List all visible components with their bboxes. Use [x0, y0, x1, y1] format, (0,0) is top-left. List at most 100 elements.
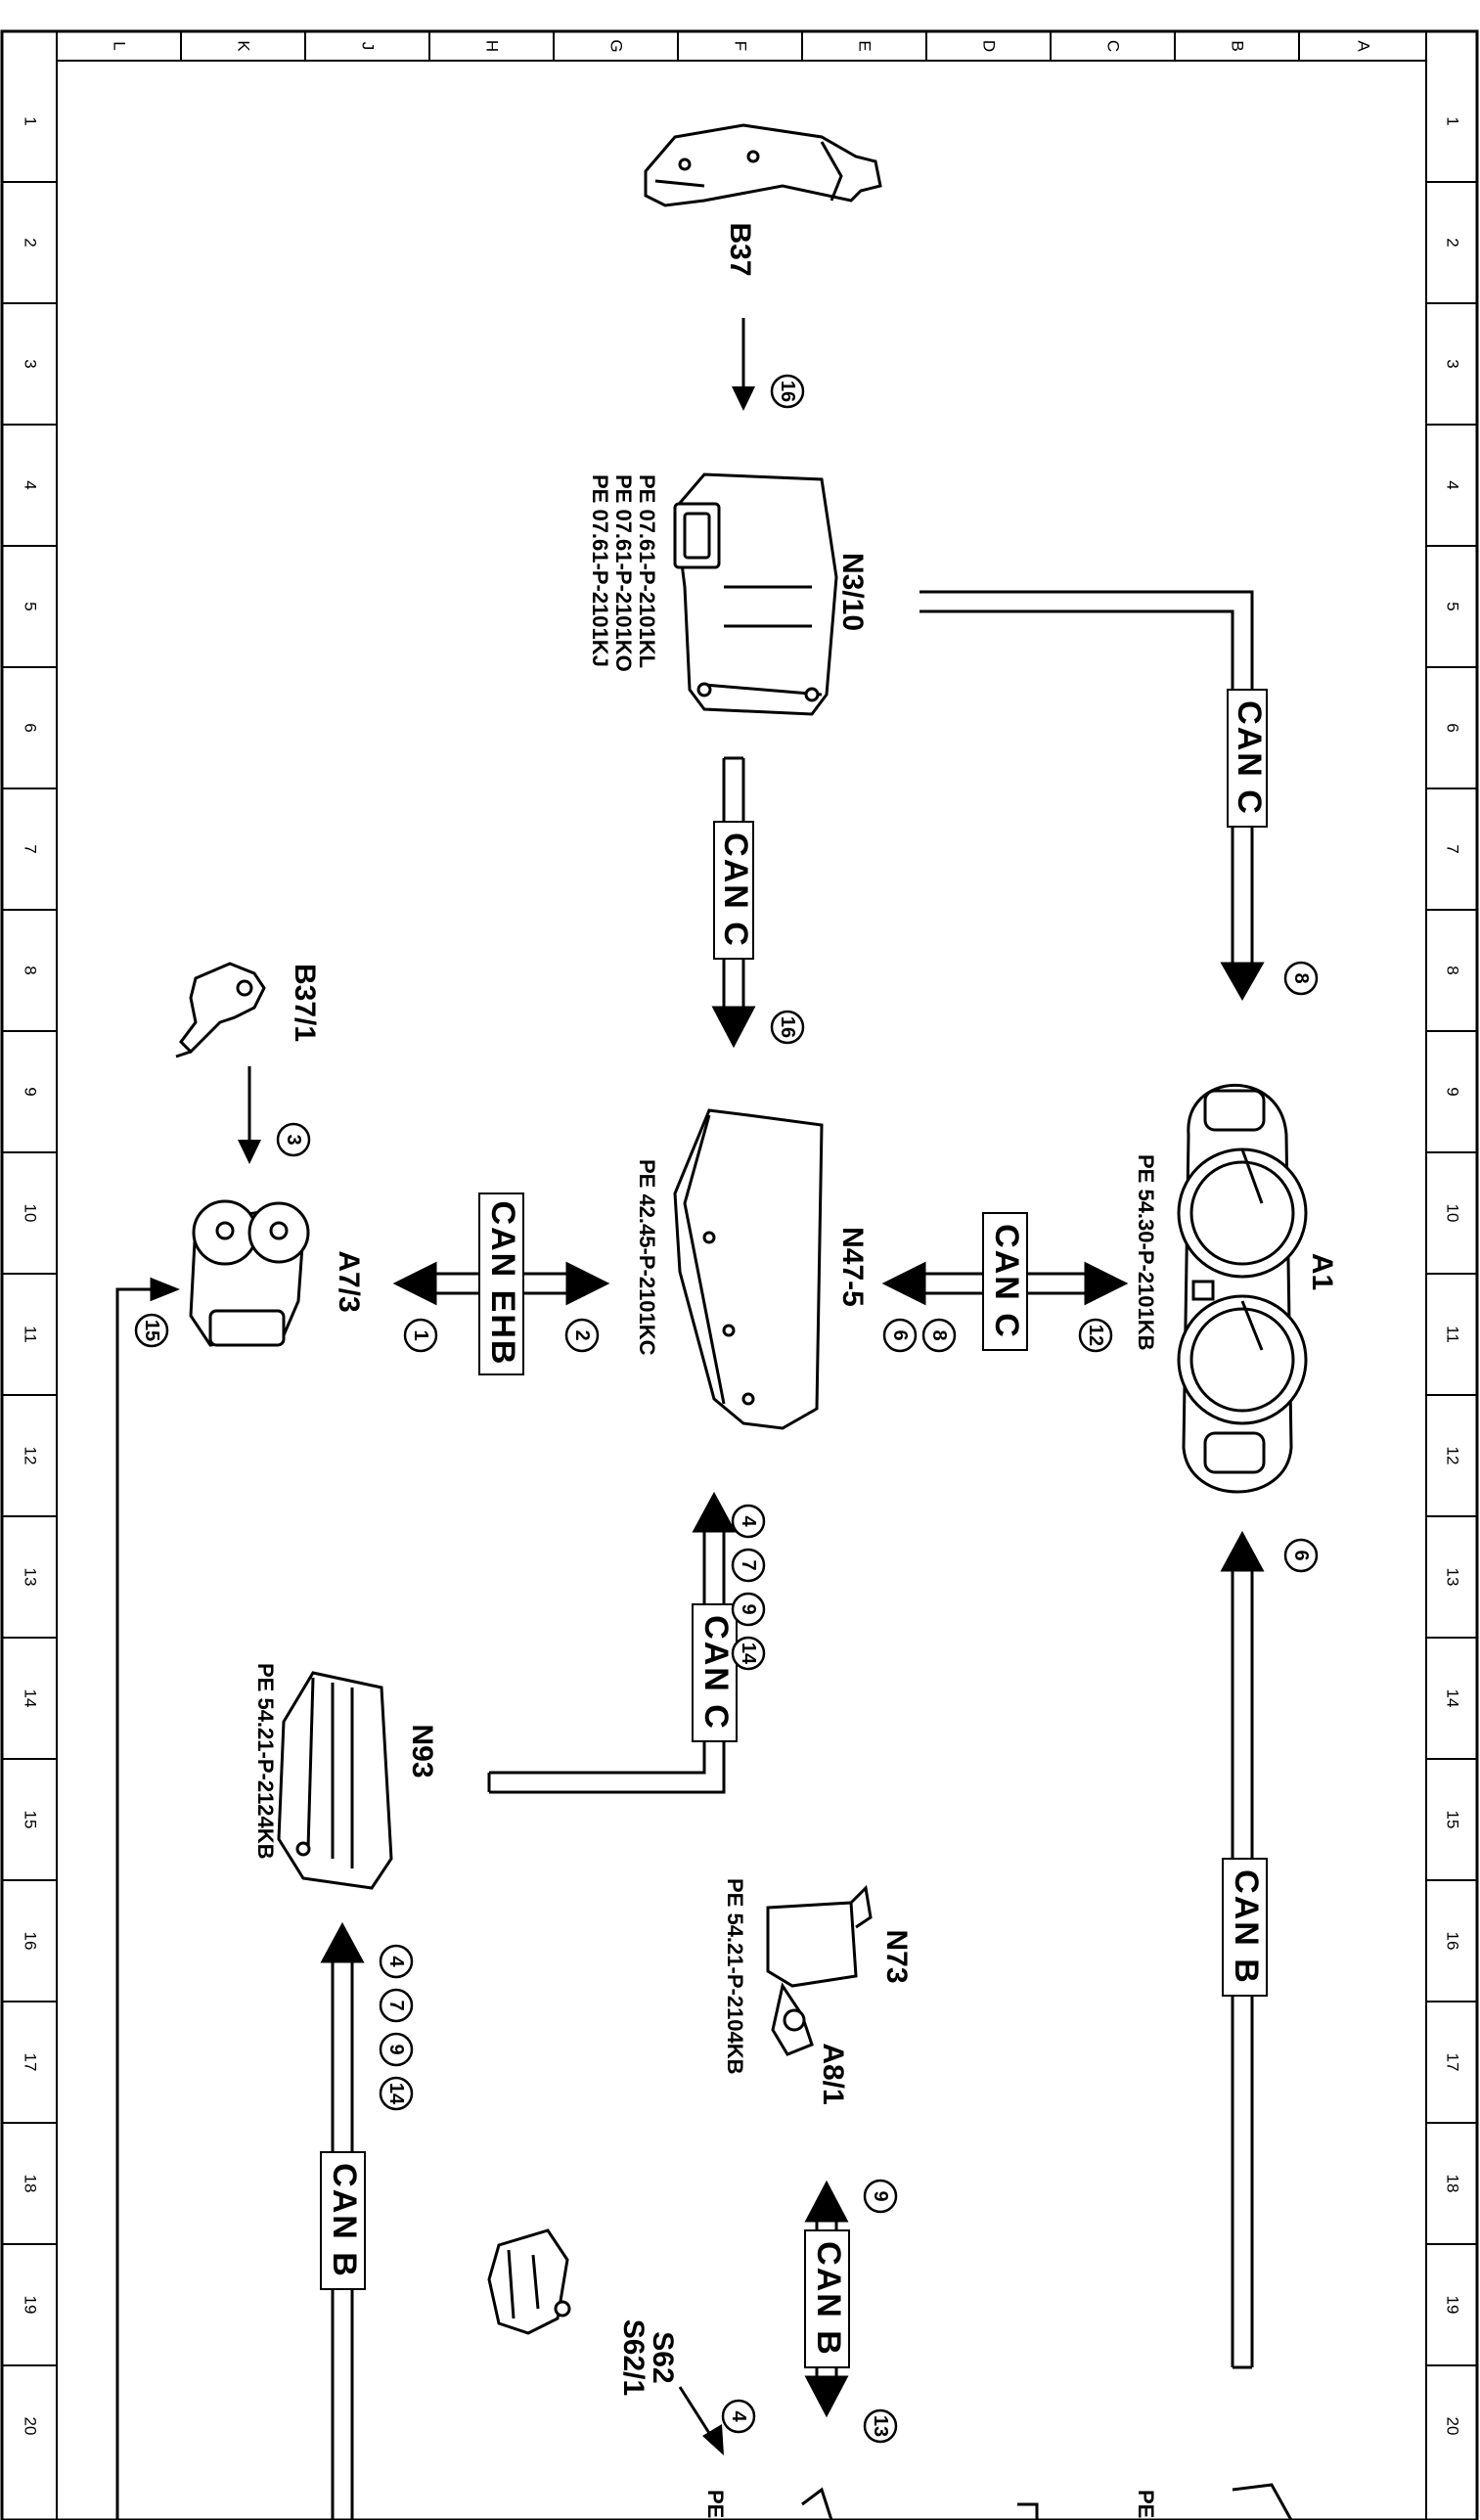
svg-text:7: 7 — [385, 2000, 407, 2010]
row-number: 4 — [22, 480, 40, 489]
svg-text:4: 4 — [728, 2410, 749, 2422]
row-number: 14 — [1444, 1689, 1462, 1708]
row-number: 7 — [1444, 844, 1462, 853]
column-letter: E — [856, 40, 875, 51]
reference-n3-10-3: PE 07.61-P-2101KJ — [588, 474, 612, 667]
a7-3-unit-drawing — [189, 1199, 310, 1347]
can-b-label-a8-1: CAN B — [804, 2229, 850, 2368]
svg-text:4: 4 — [738, 1515, 759, 1527]
svg-text:8: 8 — [1290, 972, 1312, 983]
svg-text:9: 9 — [738, 1603, 759, 1614]
bus-label-can-c: CAN C — [988, 1224, 1025, 1339]
component-label-n93: N93 — [406, 1724, 438, 1778]
column-letter: B — [1229, 40, 1247, 51]
reference-n93: PE 54.21-P-2124KB — [253, 1663, 278, 1860]
svg-text:8: 8 — [928, 1329, 950, 1340]
row-number: 8 — [22, 966, 40, 974]
column-letter: C — [1104, 40, 1123, 52]
reference-n3-10-1: PE 07.61-P-2101KL — [635, 474, 659, 668]
svg-text:12: 12 — [1085, 1325, 1106, 1346]
bus-label-can-c: CAN C — [717, 832, 754, 948]
row-number: 5 — [22, 602, 40, 610]
bus-label-can-ehb: CAN EHB — [484, 1201, 521, 1367]
column-letter: J — [359, 42, 378, 51]
svg-text:16: 16 — [777, 1016, 798, 1038]
component-label-a8-1: A8/1 — [817, 2043, 849, 2104]
a1-instrument-cluster-drawing — [1177, 1083, 1308, 1494]
row-number: 10 — [22, 1204, 40, 1223]
reference-n73: PE 54.21-P-2104KB — [723, 1878, 747, 2075]
partial-component-drawing — [801, 2483, 1293, 2520]
component-label-s62-1: S62/1 — [617, 2319, 650, 2396]
column-letter: H — [483, 40, 502, 52]
svg-text:1: 1 — [410, 1329, 431, 1340]
row-number: 20 — [1444, 2417, 1462, 2436]
can-c-label-n3-10-a1: CAN C — [1227, 689, 1268, 828]
reference-a1: PE 54.30-P-2101KB — [1134, 1154, 1158, 1351]
can-ehb-label: CAN EHB — [478, 1192, 524, 1375]
bus-label-can-b: CAN B — [326, 2163, 363, 2278]
row-number: 5 — [1444, 602, 1462, 610]
component-label-b37-1: B37/1 — [289, 964, 321, 1042]
bus-n3-10-to-a1 — [919, 590, 1265, 1002]
signal-number-circle: 4 — [379, 1944, 414, 1979]
row-number: 9 — [1444, 1087, 1462, 1096]
row-number: 6 — [22, 723, 40, 732]
svg-text:9: 9 — [385, 2044, 407, 2054]
svg-text:14: 14 — [738, 1642, 759, 1665]
row-number: 9 — [22, 1087, 40, 1096]
row-number: 12 — [1444, 1447, 1462, 1465]
signal-number-circle: 9 — [731, 1592, 766, 1627]
row-number: 19 — [22, 2296, 40, 2315]
row-number: 18 — [1444, 2175, 1462, 2193]
reference-n47-5: PE 42.45-P-2101KC — [635, 1159, 659, 1356]
signal-number-circle: 6 — [882, 1318, 918, 1353]
row-number: 3 — [1444, 359, 1462, 368]
row-ruler — [2, 181, 1477, 2366]
component-label-a7-3: A7/3 — [333, 1250, 365, 1312]
signal-number-circle: 14 — [379, 2076, 414, 2111]
can-b-label-n93: CAN B — [320, 2151, 366, 2290]
svg-text:7: 7 — [738, 1559, 759, 1570]
row-number: 19 — [1444, 2296, 1462, 2315]
row-number: 4 — [1444, 480, 1462, 489]
row-number: 13 — [1444, 1568, 1462, 1587]
signal-number-circle: 4 — [731, 1504, 766, 1539]
signal-numbers: 16 16 8 3 1 2 15 6 8 12 4 7 9 14 6 4 7 9… — [134, 374, 1319, 2444]
signal-number-circle: 14 — [731, 1636, 766, 1671]
signal-number-circle: 7 — [731, 1548, 766, 1583]
svg-text:6: 6 — [1290, 1550, 1312, 1560]
column-letter: D — [980, 40, 999, 52]
row-number: 7 — [22, 844, 40, 853]
b37-pedal-drawing — [644, 123, 882, 207]
row-number: 16 — [1444, 1932, 1462, 1951]
signal-number-circle: 7 — [379, 1988, 414, 2023]
signal-number-circle: 2 — [564, 1318, 600, 1353]
signal-number-circle: 6 — [1283, 1538, 1319, 1573]
signal-number-circle: 13 — [863, 2408, 898, 2444]
row-number: 10 — [1444, 1204, 1462, 1223]
reference-partial-1: PE — [703, 2490, 728, 2518]
row-number: 6 — [1444, 723, 1462, 732]
signal-number-circle: 9 — [863, 2179, 898, 2214]
signal-number-circle: 16 — [770, 1010, 805, 1045]
component-label-b37: B37 — [724, 222, 756, 276]
row-number: 1 — [22, 116, 40, 125]
can-b-label-a1: CAN B — [1222, 1858, 1268, 1997]
row-number: 20 — [22, 2417, 40, 2436]
column-ruler — [56, 31, 1427, 61]
column-letter: G — [607, 39, 626, 52]
signal-number-circle: 8 — [921, 1318, 957, 1353]
column-letter: F — [732, 41, 750, 51]
row-number: 1 — [1444, 116, 1462, 125]
row-number: 2 — [22, 238, 40, 247]
row-number: 12 — [22, 1447, 40, 1465]
row-number: 8 — [1444, 966, 1462, 974]
row-number: 17 — [1444, 2053, 1462, 2072]
can-c-label-n3-10-n47-5: CAN C — [713, 821, 754, 960]
arrow-s62 — [678, 2386, 724, 2455]
b37-1-sensor-drawing — [175, 962, 266, 1058]
signal-number-circle: 16 — [770, 374, 805, 409]
signal-number-circle: 9 — [379, 2032, 414, 2067]
